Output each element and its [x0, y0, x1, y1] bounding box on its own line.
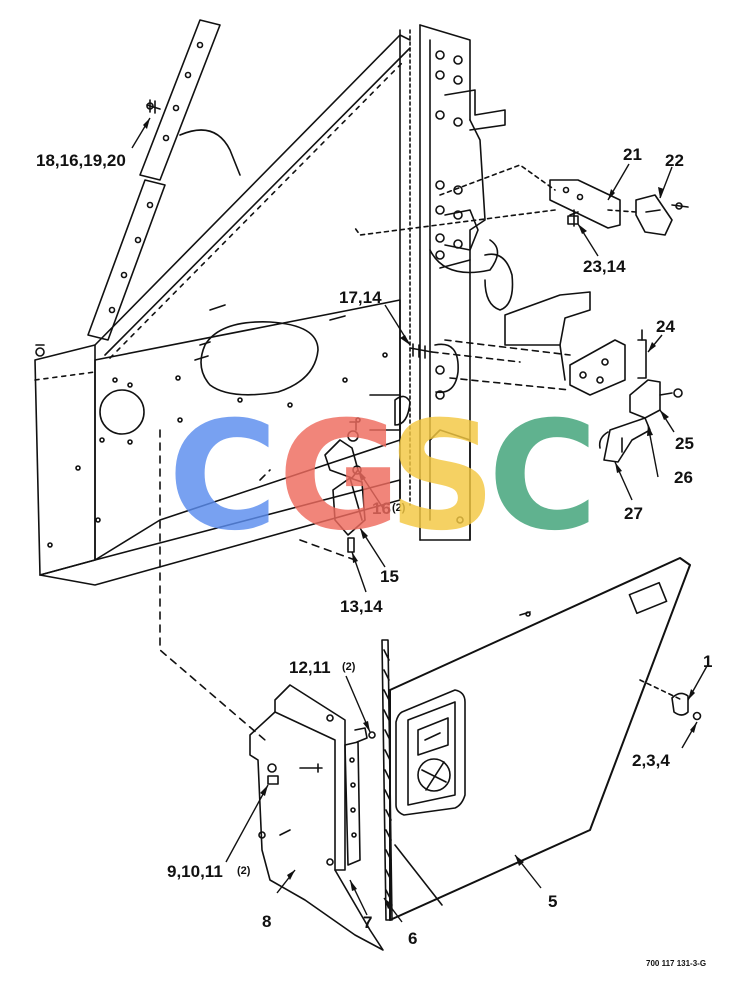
- drawing-number: 700 117 131-3-G: [646, 959, 706, 968]
- pivot-bolt-assembly: [369, 339, 571, 431]
- watermark-letter-1: C: [168, 390, 278, 564]
- door-handle-recess: [628, 581, 668, 615]
- callout-9-10-11-qty: (2): [237, 865, 251, 877]
- callout-16-qty: (2): [392, 502, 406, 514]
- callout-21: 21: [623, 145, 642, 164]
- hinge-strip-7: [344, 727, 376, 866]
- callout-9-10-11: 9,10,11: [167, 862, 223, 881]
- left-nut: [35, 344, 45, 357]
- leader-arrowheads: [143, 118, 697, 909]
- plate-fastener: [267, 763, 323, 785]
- bolt-18: [146, 99, 161, 114]
- watermark-letter-4: C: [488, 390, 598, 564]
- callout-labels: 18,16,19,20 21 22 23,14 17,14 24 25 26 2…: [36, 145, 712, 968]
- callout-16: 16: [372, 499, 391, 518]
- door-panel-5: [389, 557, 691, 921]
- door-latch: [639, 679, 702, 721]
- callout-2-3-4: 2,3,4: [632, 751, 670, 770]
- callout-12-11-qty: (2): [342, 661, 356, 673]
- frame-beam-diagonal: [94, 34, 411, 359]
- callout-26: 26: [674, 468, 693, 487]
- round-cutout: [99, 389, 145, 435]
- callout-25: 25: [675, 434, 694, 453]
- callout-6: 6: [408, 929, 417, 948]
- latch-bracket-assembly: [354, 164, 689, 236]
- callout-1: 1: [703, 652, 712, 671]
- callout-15: 15: [380, 567, 399, 586]
- callout-23-14: 23,14: [583, 257, 626, 276]
- oval-cutout: [200, 321, 319, 396]
- callout-22: 22: [665, 151, 684, 170]
- watermark-letter-3: S: [388, 390, 496, 564]
- callout-24: 24: [656, 317, 675, 336]
- shield-plate-8: [249, 684, 384, 951]
- callout-12-11: 12,11: [289, 658, 331, 677]
- assembly-guide-lines: [159, 429, 356, 741]
- callout-18-16-19-20: 18,16,19,20: [36, 151, 126, 170]
- latch-hook: [598, 379, 683, 463]
- callout-13-14: 13,14: [340, 597, 383, 616]
- callout-27: 27: [624, 504, 643, 523]
- watermark-logo: C G S C: [168, 390, 598, 564]
- mounting-plate: [569, 329, 647, 396]
- callout-5: 5: [548, 892, 557, 911]
- callout-8: 8: [262, 912, 271, 931]
- watermark-letter-2: G: [278, 390, 401, 564]
- right-arm-bracket: [504, 291, 591, 381]
- callout-7: 7: [363, 913, 372, 932]
- callout-17-14: 17,14: [339, 288, 382, 307]
- door-decal: [395, 689, 466, 816]
- post-brackets: [429, 89, 514, 311]
- frame-arm-upper: [87, 19, 241, 341]
